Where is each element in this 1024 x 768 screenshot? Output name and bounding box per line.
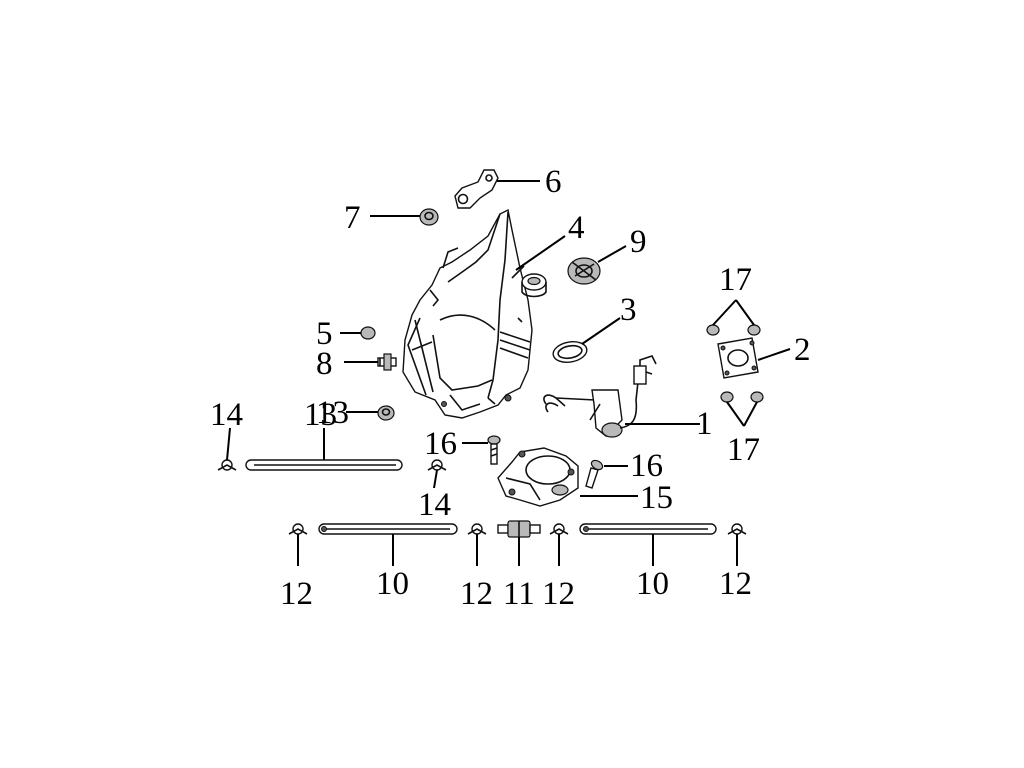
label-part-14-left: 14: [210, 397, 243, 433]
label-part-12-c: 12: [542, 576, 575, 612]
hose-10-right: [579, 523, 717, 535]
label-part-9: 9: [630, 224, 647, 260]
bolt-16-right: [585, 459, 604, 489]
label-part-15: 15: [640, 480, 673, 516]
label-part-12-a: 12: [280, 576, 313, 612]
clamp-12-a: [288, 523, 308, 535]
fuel-sender-unit: [543, 355, 657, 438]
nuts-17-lower: [720, 391, 764, 403]
leader-lines: [226, 180, 791, 566]
fuel-cap: [567, 257, 601, 285]
label-part-12-d: 12: [719, 566, 752, 602]
label-part-8: 8: [316, 346, 333, 382]
nut-5: [360, 326, 376, 340]
clamp-12-b: [467, 523, 487, 535]
label-part-12-b: 12: [460, 576, 493, 612]
label-part-14-right: 14: [418, 487, 451, 523]
clamp-12-d: [727, 523, 747, 535]
fuel-filter-11: [497, 520, 541, 538]
label-part-10-right: 10: [636, 566, 669, 602]
label-part-3: 3: [620, 292, 637, 328]
label-part-5: 5: [316, 316, 333, 352]
gasket-ring: [552, 341, 588, 363]
label-part-13: 13: [316, 395, 349, 431]
label-part-10-left: 10: [376, 566, 409, 602]
label-part-7: 7: [344, 200, 361, 236]
label-part-11: 11: [503, 576, 535, 612]
fuel-tank: [402, 208, 547, 419]
label-part-6: 6: [545, 164, 562, 200]
label-part-17-lower: 17: [727, 432, 760, 468]
sender-plate: [717, 337, 759, 379]
nuts-17-upper: [706, 324, 761, 336]
fuel-pump-bracket: [497, 447, 579, 507]
label-part-4: 4: [568, 210, 585, 246]
bolt-8: [377, 353, 397, 371]
hose-10-left: [318, 523, 458, 535]
label-part-16-left: 16: [424, 426, 457, 462]
label-part-13-hose: 13: [304, 397, 337, 433]
tank-bracket: [454, 169, 499, 209]
nut-13-mount: [377, 405, 395, 421]
bolt-16-left: [487, 435, 501, 465]
cap-nut-7: [419, 208, 439, 226]
hose-13: [245, 459, 403, 471]
label-part-17-upper: 17: [719, 262, 752, 298]
part-labels: 6 7 4 9 3 5 8 13 1 2 17 17 16 16 15 14 1…: [210, 164, 811, 612]
label-part-16-right: 16: [630, 448, 663, 484]
label-part-2: 2: [794, 332, 811, 368]
clamp-14-left: [217, 459, 237, 471]
clamp-12-c: [549, 523, 569, 535]
label-part-1: 1: [696, 406, 713, 442]
